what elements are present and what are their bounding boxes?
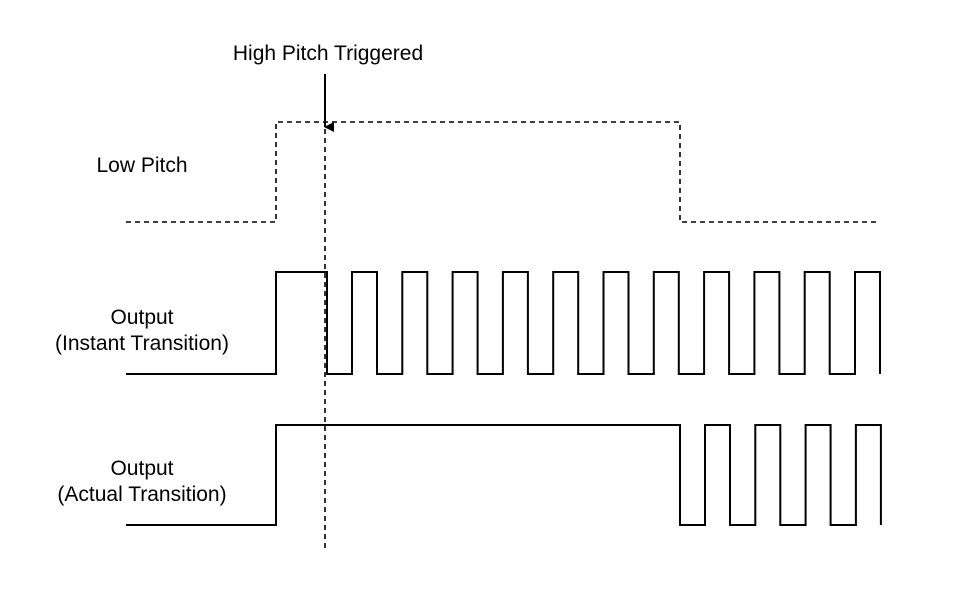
actual-output-waveform	[126, 424, 882, 526]
instant-output-waveform	[126, 271, 881, 375]
instant-output-label-line1: Output	[110, 306, 173, 329]
pitch-signal-line	[126, 121, 880, 223]
actual-output-label-line1: Output	[110, 457, 173, 480]
actual-output-label-line2: (Actual Transition)	[57, 483, 226, 506]
low-pitch-label: Low Pitch	[96, 154, 187, 177]
trigger-label: High Pitch Triggered	[233, 42, 423, 65]
instant-output-label-line2: (Instant Transition)	[55, 332, 229, 355]
